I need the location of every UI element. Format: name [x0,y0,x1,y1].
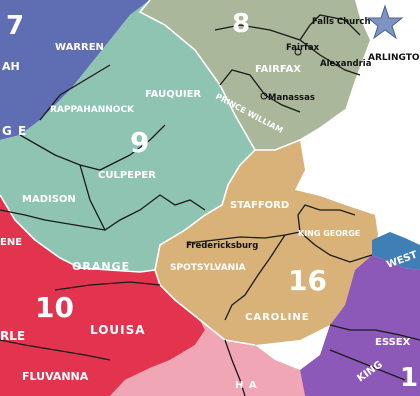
county-line-fairfax-2 [299,14,361,41]
district-9-region[interactable] [0,0,255,272]
county-label-fluvanna: FLUVANNA [22,370,89,383]
county-line-hanover [224,339,246,396]
county-label-greene: ENE [0,237,22,248]
county-label-king-george: KING GEORGE [298,229,360,238]
district-number-8: 8 [232,9,250,39]
county-line-spotsylvania-caroline [224,234,286,321]
district-number-1: 1 [400,363,418,393]
district-boundary-line [138,0,256,346]
county-label-culpeper: CULPEPER [98,170,156,181]
district-boundary-line-2 [255,109,346,151]
city-label-manassas: Manassas [268,93,315,103]
county-line-king-and-queen [329,349,406,381]
county-label-fairfax: FAIRFAX [255,64,301,75]
district-7-region[interactable] [0,0,150,140]
star-icon [366,4,404,40]
district-number-7: 7 [6,11,24,41]
county-label-warren: WARREN [55,42,104,53]
coast-region [372,232,420,270]
county-label-page: G E [2,124,27,138]
county-line-madison-orange [0,209,106,231]
county-label-essex: ESSEX [375,337,411,348]
county-line-culpeper-orange [79,164,206,231]
county-label-rappahannock: RAPPAHANNOCK [50,105,135,115]
city-marker-fairfax [294,48,302,56]
county-label-shenandoah: AH [2,60,20,73]
county-line-caroline-king-george [299,231,373,263]
district-boundary-line-3 [0,194,156,273]
county-label-spotsylvania: SPOTSYLVANIA [170,263,246,273]
county-label-albemarle: RLE [0,329,25,343]
county-label-hanover: H A [235,380,258,391]
county-line-louisa-fluvanna [0,339,111,361]
county-label-louisa: LOUISA [90,323,146,337]
district-1-region[interactable] [300,255,420,396]
county-label-madison: MADISON [22,194,76,205]
county-line-rappahannock [39,64,111,121]
county-label-caroline: CAROLINE [245,312,310,323]
district-number-9: 9 [130,126,149,159]
district-10-region[interactable] [0,195,205,396]
county-line-louisa-orange [54,281,161,291]
county-label-stafford: STAFFORD [230,200,289,211]
city-label-falls-church: Falls Church [312,17,371,27]
city-label-fredericksburg: Fredericksburg [186,241,258,251]
county-line-culpeper-madison [19,124,166,171]
county-line-essex [329,324,420,341]
county-line-stafford-spotsylvania [187,231,301,244]
pink-region[interactable] [110,320,305,396]
county-line-fauquier-prince-william [219,69,301,113]
city-label-arlington: ARLINGTON [368,53,420,63]
district-16-region[interactable] [155,140,378,345]
district-8-region[interactable] [140,0,370,150]
city-label-alexandria: Alexandria [320,59,372,69]
district-number-16: 16 [288,264,327,297]
county-label-fauquier: FAUQUIER [145,89,201,100]
county-label-orange: ORANGE [72,260,130,273]
district-number-10: 10 [35,291,74,324]
county-line-stafford-king-george [297,204,356,233]
city-marker-manassas [260,92,268,100]
city-label-fairfax: Fairfax [286,43,320,53]
